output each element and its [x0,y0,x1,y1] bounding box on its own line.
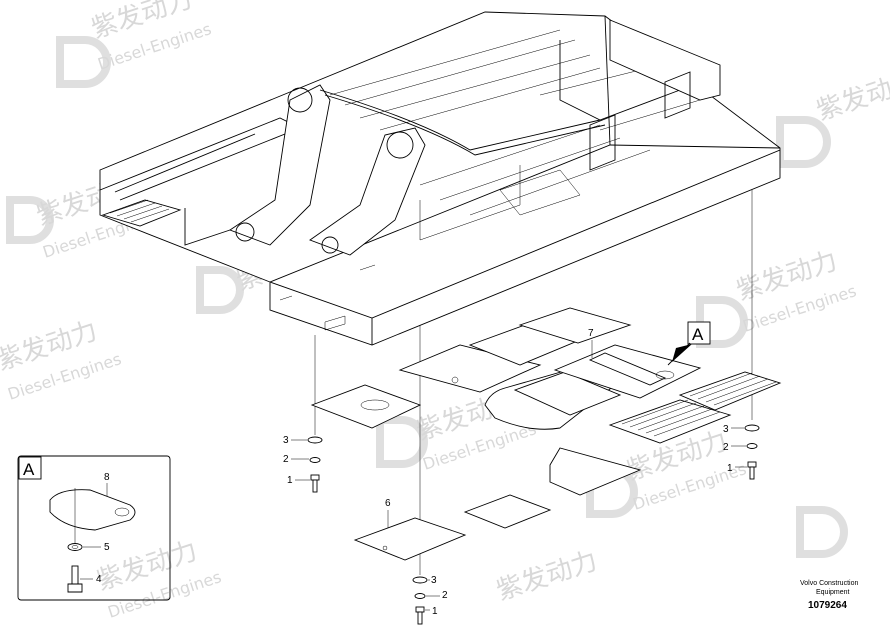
watermark-logo-icon [796,506,848,558]
footer-company-line1: Volvo Construction [800,580,858,587]
bolt-stack-center [412,576,428,625]
floor-plate-left [310,384,422,429]
footer-company-line2: Equipment [816,589,850,596]
floor-plate-lower-small [463,494,552,529]
label-2-right: 2 [723,442,729,453]
watermark-cn-2: 紫发动力 [813,66,890,127]
grille-panel-left [608,399,732,444]
callout-a-letter: A [692,325,704,344]
upper-frame-assembly [99,11,781,346]
label-3-right: 3 [723,424,729,435]
watermark-logo-icon [776,116,831,168]
watermark-logo-icon [376,416,428,468]
label-2-left: 2 [283,454,289,465]
floor-plate-lower-fold [549,447,642,496]
watermark-logo-icon [196,266,244,314]
floor-plate-center [513,371,622,416]
footer-block: Volvo Construction Equipment 1079264 [800,580,858,611]
label-7: 7 [588,328,594,339]
label-2-center: 2 [442,590,448,601]
bolt-stack-right [744,424,760,480]
watermark-logo-icon [696,296,748,348]
part-labels: 3 2 1 3 2 1 3 2 1 6 7 [283,328,747,617]
label-3-left: 3 [283,435,289,446]
callout-a-pointer: A [667,321,711,366]
label-5: 5 [104,542,110,553]
label-1-right: 1 [727,463,733,474]
label-6: 6 [385,498,391,509]
watermark-logo-icon [6,196,54,244]
detail-view-a: A 8 5 4 [17,455,171,601]
floor-plate-item-7 [553,344,702,399]
label-4: 4 [96,574,102,585]
bolt-stack-left [307,436,323,493]
floor-plate-item-6 [353,517,467,561]
floor-plate-mid-3 [518,307,632,344]
watermark-cn-10: 紫发动力 [493,546,601,607]
watermark-logo-icon [56,36,111,88]
label-8: 8 [104,472,110,483]
label-1-left: 1 [287,475,293,486]
label-1-center: 1 [432,606,438,617]
detail-view-letter: A [23,460,35,479]
grille-panel-right [678,371,782,411]
footer-drawing-number: 1079264 [808,600,847,611]
label-3-center: 3 [431,575,437,586]
